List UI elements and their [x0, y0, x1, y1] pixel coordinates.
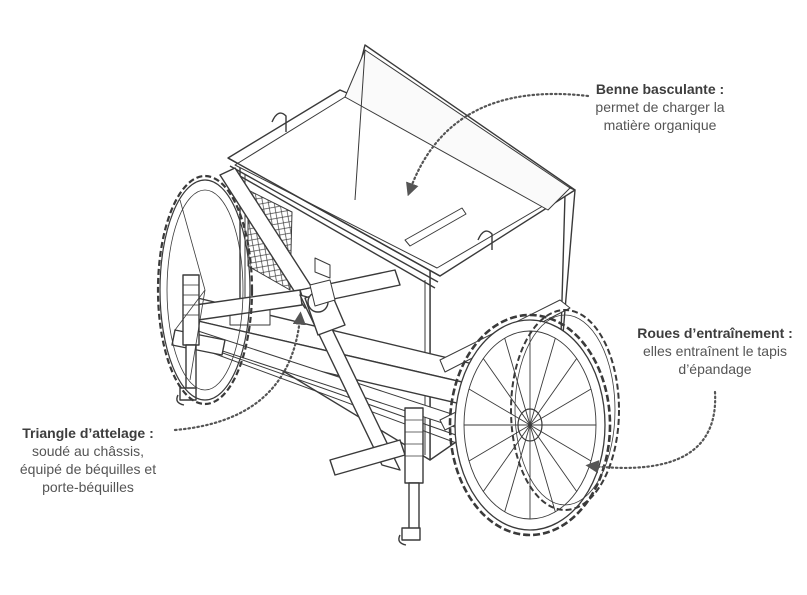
- hitch-triangle: [171, 167, 406, 476]
- triangle-line-3: porte-béquilles: [42, 479, 134, 495]
- right-drive-wheel: [448, 309, 620, 537]
- wheel-spoke: [504, 424, 531, 512]
- benne-line-2: matière organique: [603, 117, 717, 133]
- wheel-spoke: [482, 424, 531, 492]
- roues-line-2: d’épandage: [678, 361, 752, 377]
- benne-line-1: permet de charger la: [595, 99, 725, 115]
- triangle-callout: [173, 311, 306, 432]
- wheel-spoke: [482, 358, 531, 426]
- benne-title: Benne basculante :: [595, 81, 725, 97]
- wheel-spoke: [468, 388, 531, 426]
- wheel-spoke: [529, 338, 556, 426]
- roues-callout: [585, 390, 717, 474]
- benne-callout: [406, 92, 590, 197]
- triangle-line-2: équipé de béquilles et: [19, 461, 157, 477]
- roues-line-1: elles entraînent le tapis: [643, 343, 787, 359]
- wheel-spoke: [529, 388, 592, 426]
- wheel-spoke: [529, 424, 578, 492]
- benne-annotation: Benne basculante : permet de charger la …: [560, 80, 760, 134]
- callout-lines: [173, 92, 717, 474]
- roues-title: Roues d’entraînement :: [637, 325, 793, 341]
- wheel-spoke: [529, 424, 592, 462]
- wheel-spoke: [529, 358, 578, 426]
- wheel-spoke: [529, 424, 556, 512]
- triangle-annotation: Triangle d’attelage : soudé au châssis, …: [2, 424, 174, 496]
- support-jacks: [176, 274, 424, 546]
- roues-annotation: Roues d’entraînement : elles entraînent …: [620, 324, 807, 378]
- wheel-spoke: [468, 424, 531, 462]
- triangle-line-1: soudé au châssis,: [31, 443, 145, 459]
- triangle-title: Triangle d’attelage :: [22, 425, 154, 441]
- left-drive-wheel: [156, 174, 254, 406]
